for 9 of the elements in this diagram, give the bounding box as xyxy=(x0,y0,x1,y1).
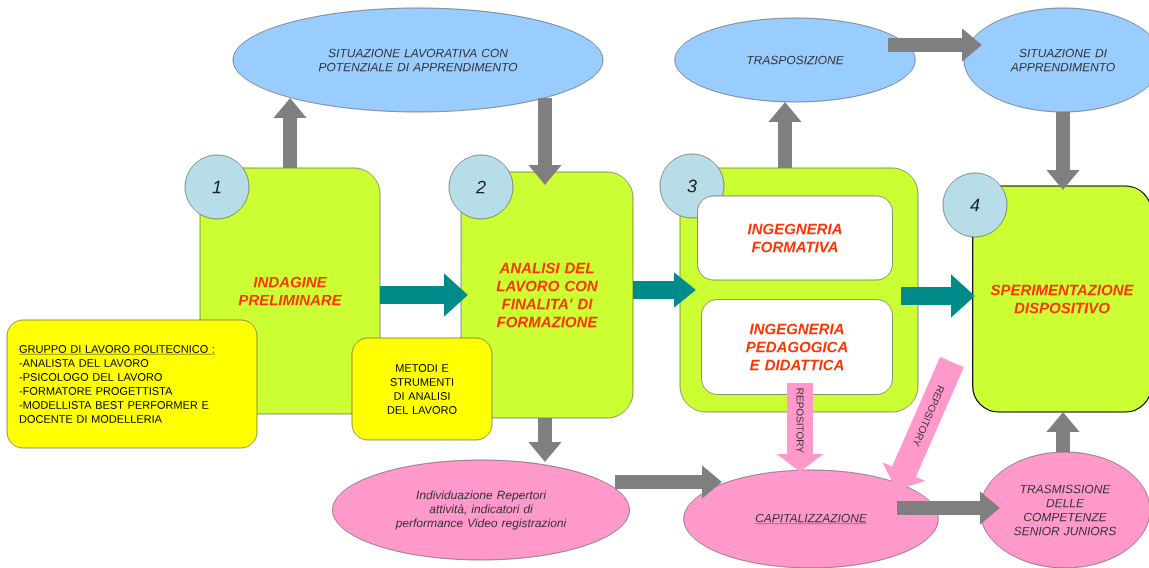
note-box: GRUPPO DI LAVORO POLITECNICO : -ANALISTA DEL LAVORO -PSICOLOGO DEL LAVORO -FORMATORE PROGETTISTA -MODELLISTA BEST PERFORMER E DOCENTE DI MODELLERIA xyxy=(6,319,258,449)
process-box: INGEGNERIA FORMATIVA xyxy=(697,195,893,281)
process-oval: Individuazione Repertori attività, indicatori di performance Video registrazioni xyxy=(332,459,630,561)
process-oval: SITUAZIONE DI APPRENDIMENTO xyxy=(963,7,1149,113)
process-oval: TRASMISSIONE DELLE COMPETENZE SENIOR JUNIORS xyxy=(979,451,1149,568)
process-oval: TRASPOSIZIONE xyxy=(674,17,916,103)
note-box: METODI E STRUMENTI DI ANALISI DEL LAVORO xyxy=(351,337,493,441)
process-oval: CAPITALIZZAZIONE xyxy=(683,469,939,568)
process-oval: SITUAZIONE LAVORATIVA CON POTENZIALE DI APPRENDIMENTO xyxy=(232,7,604,113)
